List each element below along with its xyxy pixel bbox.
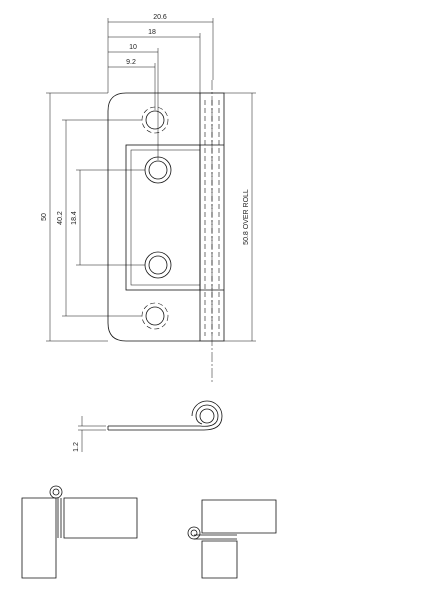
dim-hole-center-far: 10 xyxy=(129,44,137,51)
hole-bottom xyxy=(141,302,169,330)
dim-outer-holes-pitch: 40.2 xyxy=(57,211,64,225)
dim-hole-center-near: 9.2 xyxy=(126,59,136,66)
left-dimensions: 50 40.2 18.4 xyxy=(41,92,145,342)
dim-overall-width: 20.6 xyxy=(153,14,167,21)
top-dimensions: 20.6 18 10 9.2 xyxy=(107,14,214,160)
dim-over-roll-height: 50.8 OVER ROLL xyxy=(243,189,250,245)
leaf-outline xyxy=(107,92,200,342)
hole-lower-inner xyxy=(144,251,172,279)
installed-view-closed xyxy=(187,499,277,579)
dim-leaf-thickness: 1.2 xyxy=(73,442,80,452)
dim-inner-holes-pitch: 18.4 xyxy=(71,211,78,225)
right-dimensions: 50.8 OVER ROLL xyxy=(224,92,256,342)
dim-leaf-height: 50 xyxy=(41,213,48,221)
hole-upper-inner xyxy=(144,156,172,184)
inner-recess xyxy=(125,144,201,291)
front-view xyxy=(107,80,225,382)
dim-hinge-width: 18 xyxy=(148,29,156,36)
installed-view-open xyxy=(21,485,138,579)
side-section-view: 1.2 xyxy=(73,400,223,452)
hole-top xyxy=(141,106,169,134)
